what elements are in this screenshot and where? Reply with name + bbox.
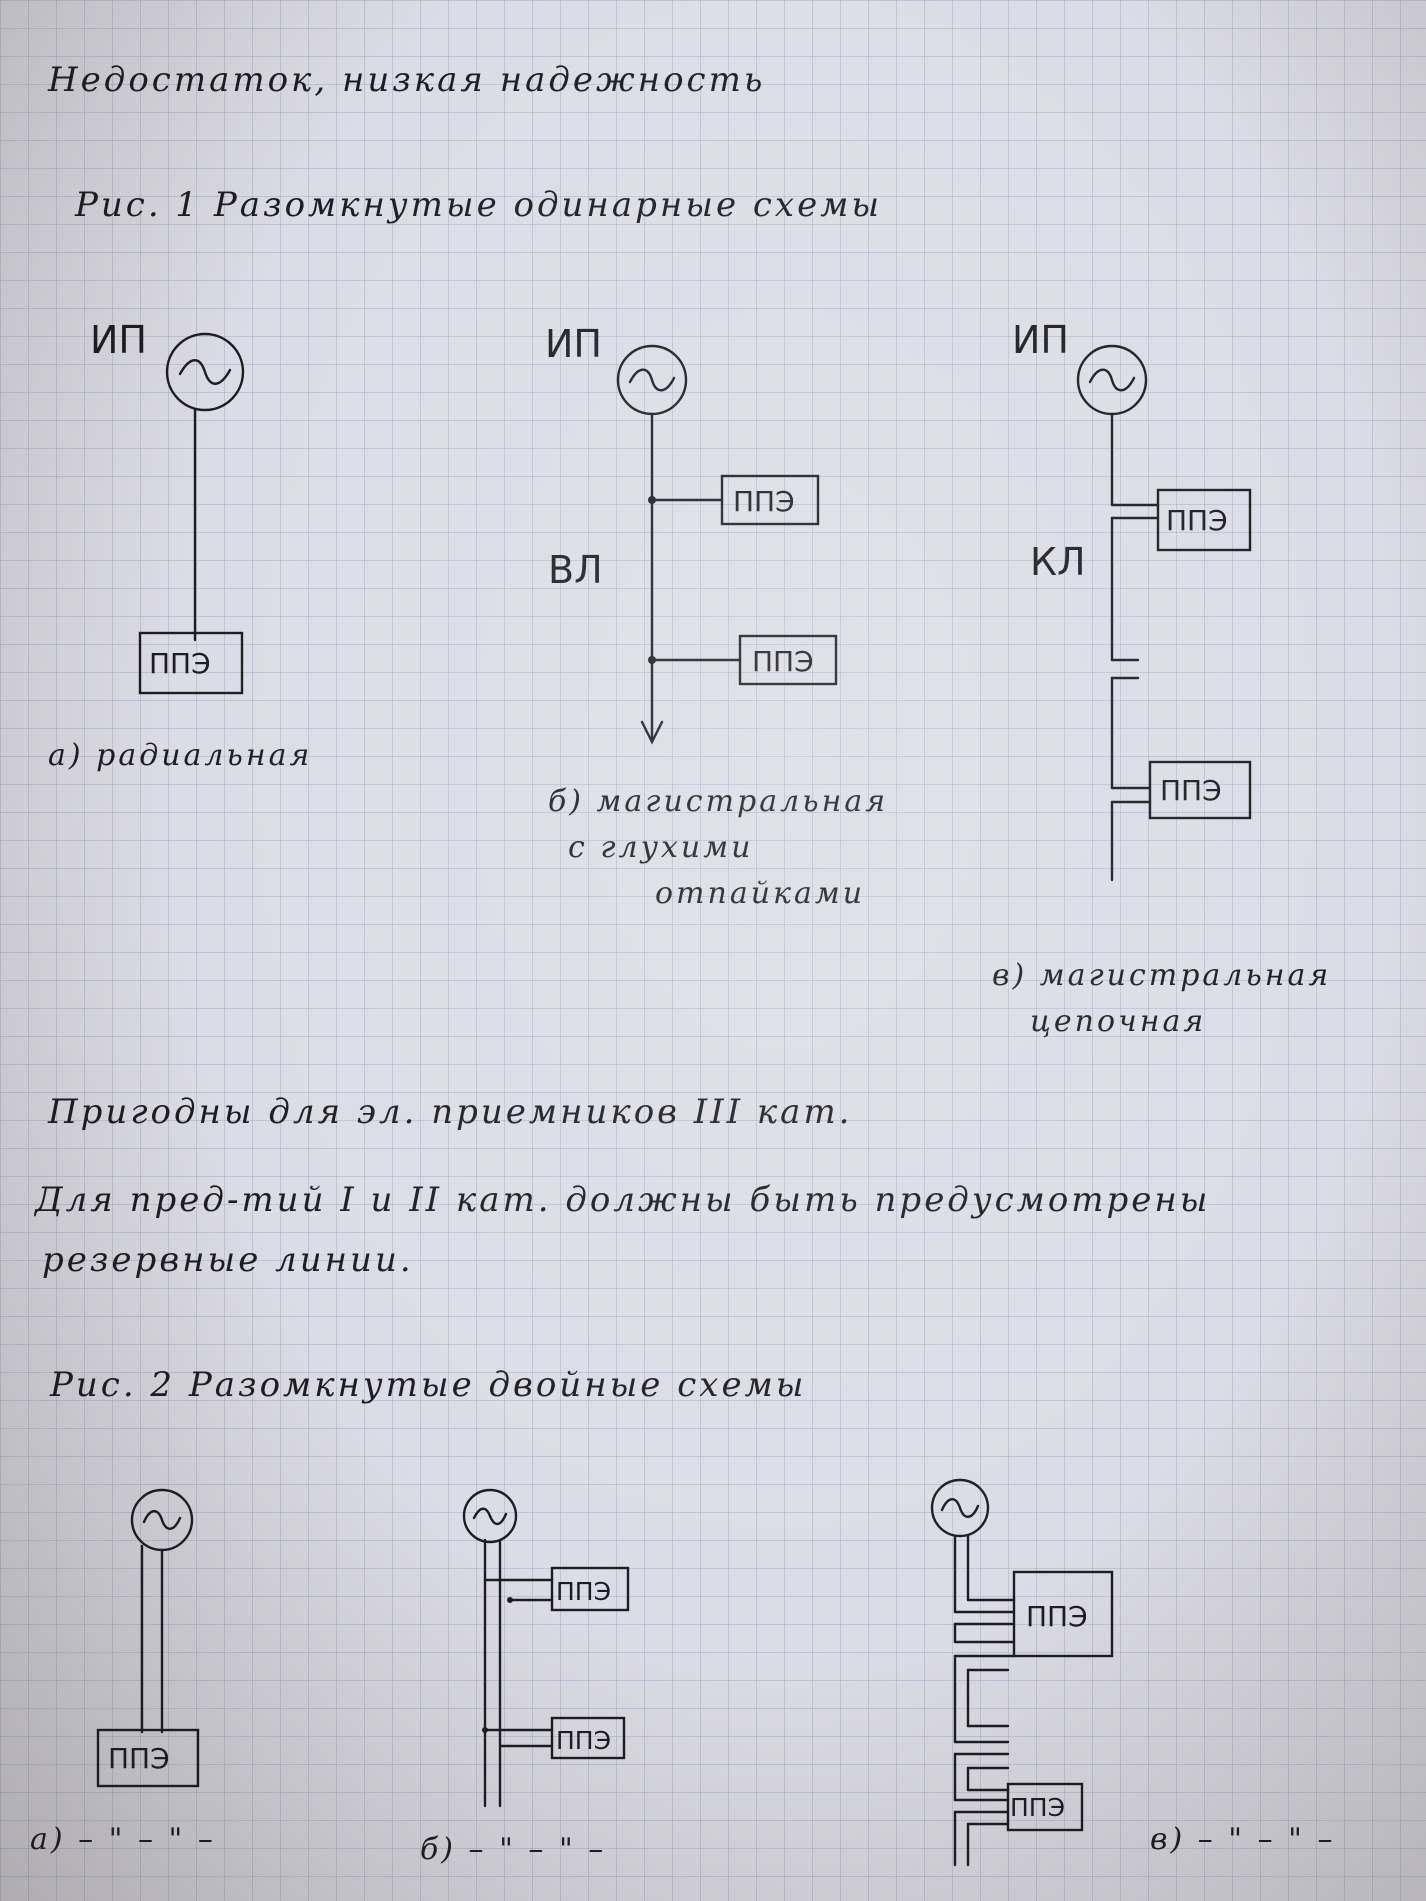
fig1c-chain-scheme: ППЭ ППЭ <box>1076 344 1252 882</box>
load-box <box>1156 488 1252 552</box>
load-label: ППЭ <box>1010 1793 1065 1822</box>
fig2c-caption: в) – " – " – <box>1150 1822 1336 1857</box>
fig2c-double-chain-scheme: ППЭ ППЭ <box>930 1478 1114 1867</box>
load-box <box>1012 1570 1114 1658</box>
fig1c-caption-line2: цепочная <box>1030 1004 1207 1039</box>
generator-source-icon <box>1076 344 1148 416</box>
fig1b-source-label: ИП <box>545 322 602 366</box>
load-label: ППЭ <box>108 1742 170 1775</box>
load-label: ППЭ <box>556 1726 611 1755</box>
fig1c-line-label: КЛ <box>1030 540 1086 584</box>
generator-source-icon <box>165 332 245 412</box>
load-label: ППЭ <box>1166 504 1228 537</box>
load-box <box>720 474 820 526</box>
note-requirement-line2: резервные линии. <box>42 1240 414 1280</box>
load-label: ППЭ <box>1160 774 1222 807</box>
fig1c-source-label: ИП <box>1012 318 1069 362</box>
fig2b-caption: б) – " – " – <box>420 1832 607 1867</box>
load-box <box>138 631 244 695</box>
note-applicability: Пригодны для эл. приемников III кат. <box>48 1092 853 1132</box>
fig1-title: Рис. 1 Разомкнутые одинарные схемы <box>75 185 883 225</box>
fig2a-caption: а) – " – " – <box>30 1822 216 1857</box>
load-box <box>738 634 838 686</box>
load-box <box>96 1728 200 1788</box>
load-box <box>1148 760 1252 820</box>
fig1b-line-label: ВЛ <box>548 548 603 592</box>
fig1c-caption-line1: в) магистральная <box>992 958 1332 993</box>
generator-source-icon <box>130 1488 194 1552</box>
load-box <box>1006 1782 1084 1832</box>
note-requirement-line1: Для пред-тий I и II кат. должны быть пре… <box>35 1180 1211 1220</box>
generator-source-icon <box>462 1488 518 1544</box>
load-label: ППЭ <box>556 1577 611 1606</box>
load-box <box>550 1716 626 1760</box>
fig1a-caption: а) радиальная <box>48 738 313 773</box>
fig2-title: Рис. 2 Разомкнутые двойные схемы <box>50 1365 807 1405</box>
load-label: ППЭ <box>149 647 211 680</box>
fig2a-double-radial-scheme: ППЭ <box>96 1488 200 1788</box>
load-label: ППЭ <box>752 645 814 678</box>
fig1b-trunk-scheme: ППЭ ППЭ <box>616 344 838 745</box>
fig2b-double-trunk-scheme: ППЭ ППЭ <box>462 1488 630 1808</box>
load-label: ППЭ <box>733 485 795 518</box>
generator-source-icon <box>616 344 688 416</box>
load-box <box>550 1566 630 1612</box>
fig1a-source-label: ИП <box>90 318 147 362</box>
generator-source-icon <box>930 1478 990 1538</box>
fig1a-radial-scheme: ППЭ <box>138 332 245 695</box>
note-disadvantage: Недостаток, низкая надежность <box>48 60 766 100</box>
fig1b-caption-line1: б) магистральная <box>548 784 889 819</box>
fig1b-caption-line2: с глухими <box>568 830 754 865</box>
load-label: ППЭ <box>1026 1600 1088 1633</box>
fig1b-caption-line3: отпайками <box>655 876 866 911</box>
